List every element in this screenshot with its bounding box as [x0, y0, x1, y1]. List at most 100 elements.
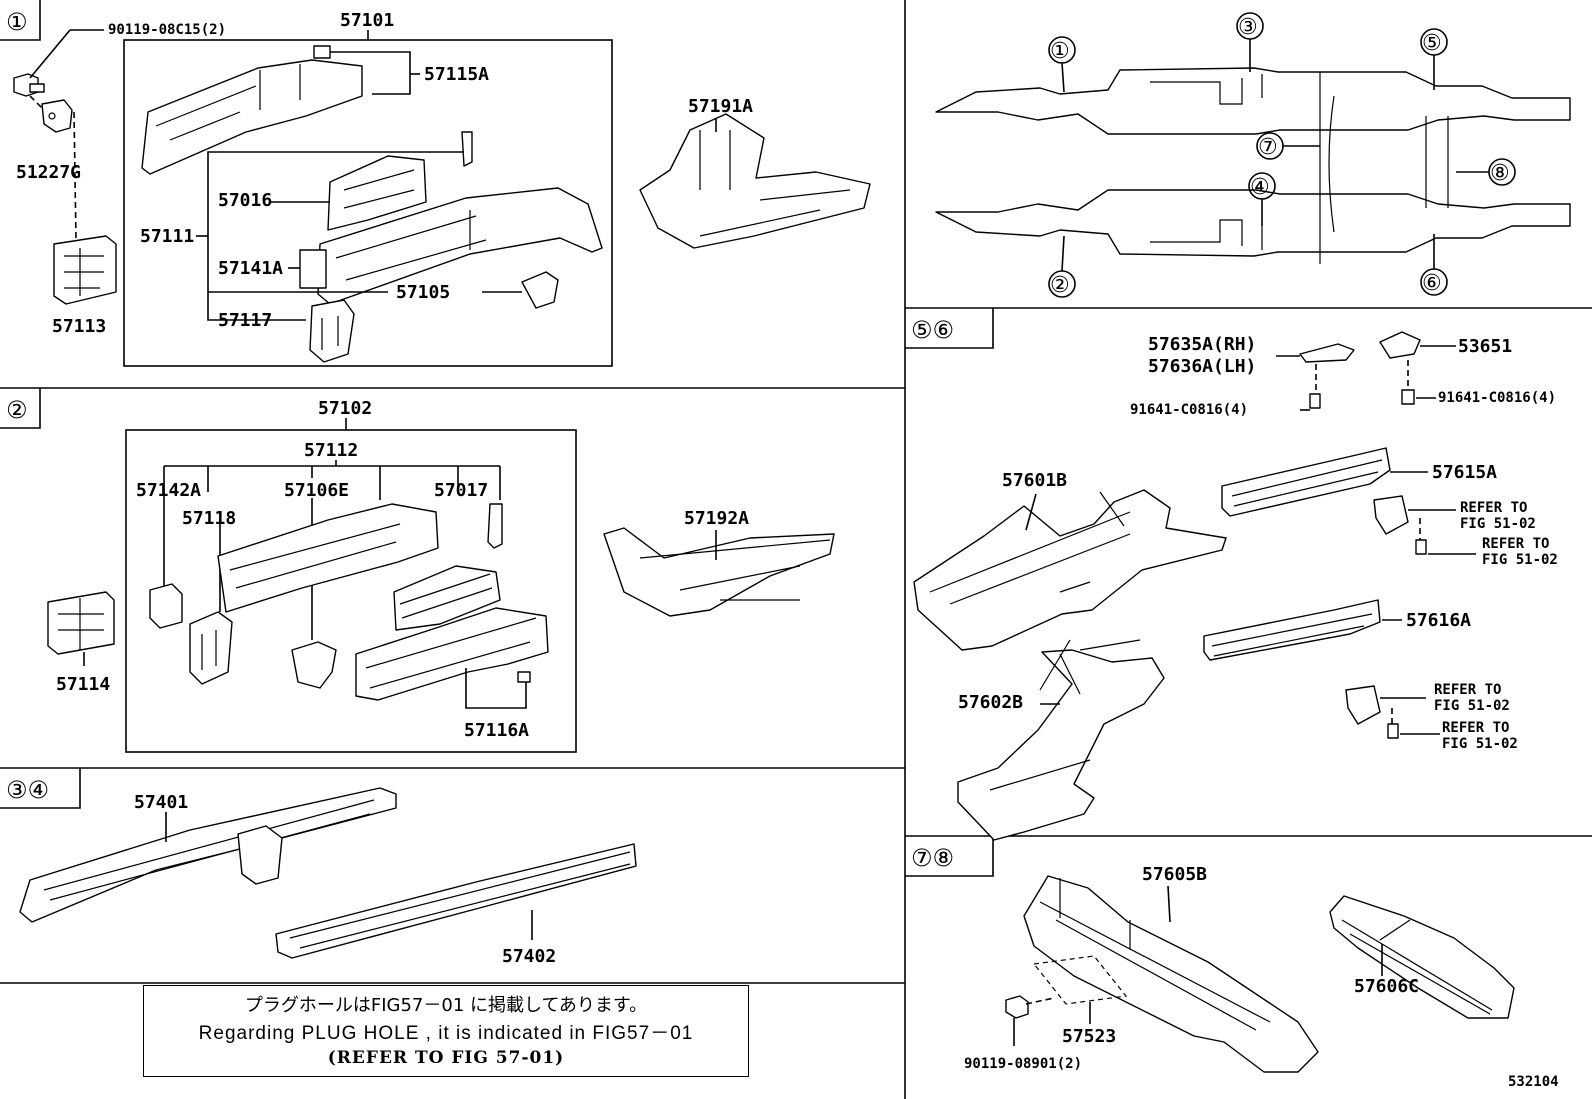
assembly-57192A — [603, 527, 835, 617]
part-label-57112: 57112 — [304, 440, 358, 461]
figure-id: 532104 — [1508, 1074, 1559, 1090]
part-57106E — [291, 641, 337, 689]
part-label-57616A: 57616A — [1406, 610, 1471, 631]
plug-hole-note: プラグホールはFIG57－01 に掲載してあります。 Regarding PLU… — [143, 985, 749, 1077]
overview-marker-1: ① — [1050, 39, 1070, 64]
member-57601B — [913, 489, 1227, 651]
note-japanese: プラグホールはFIG57－01 に掲載してあります。 — [244, 995, 648, 1016]
part-label-57605B: 57605B — [1142, 864, 1207, 885]
part-label-57192A: 57192A — [684, 508, 749, 529]
member-57115A — [141, 45, 363, 175]
refer-label-4b: FIG 51-02 — [1442, 736, 1518, 752]
section-marker-3-4: ③④ — [6, 776, 49, 804]
section-tabs — [0, 0, 994, 877]
overview-marker-5: ⑤ — [1422, 31, 1442, 56]
assembly-57191A — [639, 113, 871, 249]
part-label-53651: 53651 — [1458, 336, 1512, 357]
bolt-91641-C0816-b — [1401, 389, 1415, 405]
part-label-90119-08C15: 90119-08C15(2) — [108, 22, 226, 38]
part-label-57106E: 57106E — [284, 480, 349, 501]
bolt-90119-08901 — [1005, 995, 1029, 1019]
part-label-57142A: 57142A — [136, 480, 201, 501]
part-label-57615A: 57615A — [1432, 462, 1497, 483]
part-label-57602B: 57602B — [958, 692, 1023, 713]
section-1: 57101 90119-08C15(2) 51227G 57113 5 — [13, 10, 871, 367]
part-57017 — [487, 503, 503, 549]
part-label-57635A: 57635A(RH) — [1148, 334, 1256, 355]
part-label-57401: 57401 — [134, 792, 188, 813]
part-57016 — [327, 131, 473, 231]
overview-callouts — [1048, 12, 1516, 298]
part-label-57017: 57017 — [434, 480, 488, 501]
refer-label-2a: REFER TO — [1482, 536, 1549, 552]
part-label-57523: 57523 — [1062, 1026, 1116, 1047]
plate-57114 — [47, 591, 115, 655]
group-frame-57102 — [125, 429, 577, 753]
part-label-57636A: 57636A(LH) — [1148, 356, 1256, 377]
part-label-57141A: 57141A — [218, 258, 283, 279]
section-marker-1: ① — [6, 8, 28, 36]
part-57105 — [521, 271, 559, 309]
member-57606C — [1329, 895, 1515, 1019]
part-label-57113: 57113 — [52, 316, 106, 337]
bracket-refer-3 — [1345, 685, 1381, 725]
part-label-57101: 57101 — [340, 10, 394, 31]
rail-57111 — [299, 187, 603, 305]
part-label-57114: 57114 — [56, 674, 110, 695]
part-53651 — [1379, 331, 1421, 359]
part-label-91641-C0816-a: 91641-C0816(4) — [1130, 402, 1248, 418]
member-57616A — [1203, 599, 1381, 661]
bolt-91641-C0816-a — [1309, 393, 1321, 409]
bracket-57635A — [1299, 343, 1355, 363]
bracket-51227G — [41, 99, 73, 133]
section-7-8: 57605B 57523 90119-08901(2) 57606C 53210… — [964, 864, 1559, 1090]
bolt-refer-2 — [1415, 539, 1427, 555]
part-57142A — [149, 583, 183, 629]
section-marker-7-8: ⑦⑧ — [911, 844, 954, 872]
overview-marker-2: ② — [1050, 273, 1070, 298]
part-label-57118: 57118 — [182, 508, 236, 529]
rail-57116A — [355, 607, 549, 701]
member-57615A — [1221, 447, 1391, 517]
overview-marker-6: ⑥ — [1422, 271, 1442, 296]
overview-marker-7: ⑦ — [1258, 135, 1278, 160]
refer-label-3b: FIG 51-02 — [1434, 698, 1510, 714]
note-reference: (REFER TO FIG 57-01) — [327, 1048, 565, 1068]
section-marker-5-6: ⑤⑥ — [911, 316, 954, 344]
part-label-90119-08901: 90119-08901(2) — [964, 1056, 1082, 1072]
plate-57113 — [53, 235, 117, 305]
part-label-57116A: 57116A — [464, 720, 529, 741]
overview-marker-3: ③ — [1238, 15, 1258, 40]
note-english: Regarding PLUG HOLE , it is indicated in… — [198, 1023, 694, 1044]
part-label-57402: 57402 — [502, 946, 556, 967]
part-label-57102: 57102 — [318, 398, 372, 419]
part-57117 — [309, 299, 355, 363]
part-label-91641-C0816-b: 91641-C0816(4) — [1438, 390, 1556, 406]
section-marker-2: ② — [6, 396, 28, 424]
plate-57523-outline — [1032, 955, 1128, 1005]
part-label-57606C: 57606C — [1354, 976, 1419, 997]
part-label-57016: 57016 — [218, 190, 272, 211]
refer-label-1b: FIG 51-02 — [1460, 516, 1536, 532]
bolt-90119-08C15 — [13, 29, 104, 97]
refer-label-1a: REFER TO — [1460, 500, 1527, 516]
part-57017-lower — [393, 565, 501, 631]
part-label-57117: 57117 — [218, 310, 272, 331]
refer-label-3a: REFER TO — [1434, 682, 1501, 698]
part-57118 — [189, 611, 233, 685]
section-3-4: 57401 57402 — [19, 787, 637, 967]
member-57605B — [1023, 875, 1319, 1073]
rail-57401 — [19, 787, 397, 923]
section-5-6: 57635A(RH) 57636A(LH) 91641-C0816(4) 536… — [913, 331, 1558, 841]
part-label-51227G: 51227G — [16, 162, 81, 183]
overview-marker-8: ⑧ — [1490, 161, 1510, 186]
part-label-57601B: 57601B — [1002, 470, 1067, 491]
member-57602B — [957, 639, 1165, 841]
frame-overview — [935, 67, 1571, 264]
part-label-57111: 57111 — [140, 226, 194, 247]
bracket-refer-1 — [1373, 495, 1409, 535]
part-label-57105: 57105 — [396, 282, 450, 303]
bolt-refer-4 — [1387, 723, 1399, 739]
